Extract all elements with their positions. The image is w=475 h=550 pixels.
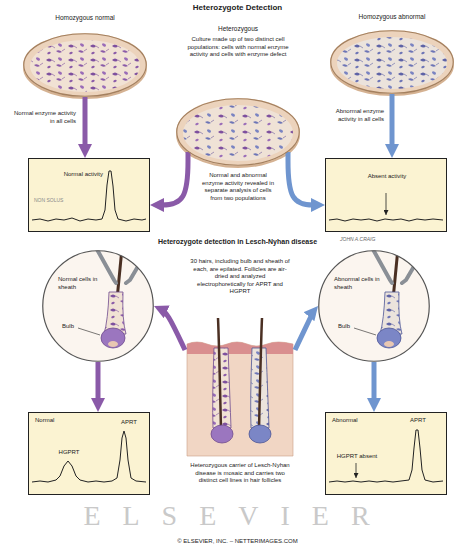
- shape-outline: [177, 99, 300, 166]
- chart-trace: [325, 412, 447, 495]
- chart-trace: [28, 412, 150, 495]
- flow-arrow: [96, 362, 101, 405]
- shape-outline: [23, 33, 147, 97]
- peak-label: Normal activity: [59, 171, 103, 179]
- chart-panel: Normal APRT HGPRT: [28, 412, 150, 495]
- flow-arrow: [160, 309, 185, 350]
- peak-label: APRT: [404, 417, 432, 425]
- artist-signature: JOHN A.CRAIG: [340, 236, 402, 242]
- epilated-hair: [318, 244, 430, 362]
- skin-section: [187, 318, 293, 456]
- chart-panel: Absent activity: [325, 158, 447, 232]
- flow-arrow: [157, 152, 188, 205]
- diagram-title: Heterozygote Detection: [100, 3, 375, 13]
- flow-arrow: [372, 362, 377, 405]
- trace-label: Absent activity: [362, 173, 412, 181]
- procedure-note: 30 hairs, including bulb and sheath of e…: [190, 258, 290, 296]
- dish-picture: [23, 33, 147, 99]
- chart-panel: Abnormal APRT HGPRT absent: [325, 412, 447, 495]
- epilated-hair: [42, 244, 154, 362]
- dish-heading: Homozygous abnormal: [320, 13, 464, 21]
- flow-arrow: [295, 311, 314, 350]
- shape-outline: [176, 98, 300, 166]
- watermark: NON SOLUS: [34, 197, 78, 203]
- sheath-label: Normal cells in sheath: [58, 276, 104, 291]
- shape-outline: [331, 31, 454, 94]
- peak-label: HGPRT: [51, 449, 87, 457]
- sheath-label: Abnormal cells in sheath: [334, 276, 380, 291]
- chart-trace: [325, 158, 447, 232]
- flow-arrow: [390, 94, 395, 151]
- dish-picture: [176, 98, 300, 168]
- caption-text: Heterozygous carrier of Lesch-Nyhan dise…: [185, 462, 295, 485]
- shape-outline: [42, 250, 154, 362]
- magnified-follicle: Normal cells in sheathBulb: [42, 250, 154, 362]
- chart-trace: [28, 158, 150, 232]
- flow-arrow: [288, 152, 318, 205]
- bulb-label: Bulb: [62, 323, 84, 331]
- petri-dish: HeterozygousCulture made up of two disti…: [176, 98, 300, 166]
- explanatory-note: Normal and abnormal enzyme activity reve…: [198, 172, 278, 202]
- chart-panel: Normal activity: [28, 158, 150, 232]
- flow-arrow: [83, 97, 88, 151]
- shape-outline: [24, 34, 147, 97]
- hair-follicle-section: Heterozygous carrier of Lesch-Nyhan dise…: [185, 316, 295, 498]
- peak-label: HGPRT absent: [330, 453, 384, 461]
- section-heading: Heterozygote detection in Lesch-Nyhan di…: [100, 238, 375, 247]
- arrow-note: Normal enzyme activity in all cells: [8, 110, 76, 125]
- arrow-note: Abnormal enzyme activity in all cells: [318, 108, 384, 123]
- magnified-follicle: Abnormal cells in sheathBulb: [318, 250, 430, 362]
- copyright: © ELSEVIER, INC. – NETTERIMAGES.COM: [20, 538, 455, 546]
- watermark: ELSEVIER: [20, 502, 455, 530]
- dish-heading: Heterozygous: [166, 25, 310, 33]
- bulb-label: Bulb: [338, 323, 360, 331]
- shape-outline: [318, 250, 430, 362]
- dish-picture: [330, 30, 454, 96]
- shape-outline: [319, 251, 430, 362]
- shape-outline: [43, 251, 154, 362]
- shape-outline: [330, 30, 454, 94]
- petri-dish: Homozygous normal: [23, 33, 147, 97]
- chart-title: Normal: [35, 417, 79, 425]
- peak-label: APRT: [115, 419, 143, 427]
- dish-heading: Homozygous normal: [13, 14, 157, 22]
- chart-title: Abnormal: [332, 417, 376, 425]
- petri-dish: Homozygous abnormal: [330, 30, 454, 94]
- dish-note: Culture made up of two distinct cell pop…: [186, 36, 290, 59]
